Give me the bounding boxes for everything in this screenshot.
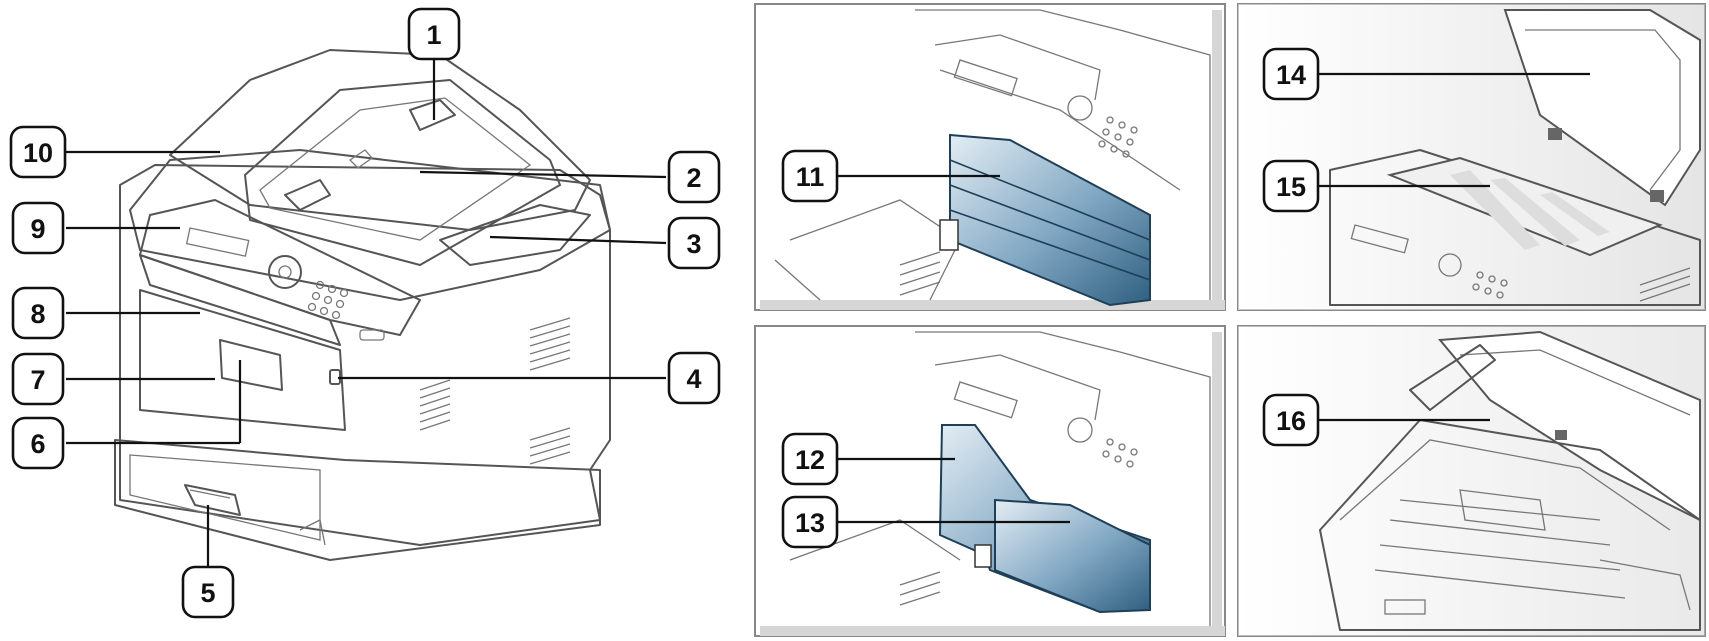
callout-1: 1 [407,7,461,61]
callout-number: 16 [1276,406,1306,436]
printer-body [119,164,611,546]
scanner-lid [1503,9,1701,207]
callout-6: 6 [11,416,65,470]
callout-3: 3 [667,216,721,270]
leader-lines-main [66,60,667,566]
callout-number: 6 [30,429,45,459]
callout-badge-box [1262,393,1320,447]
callout-number: 4 [686,364,701,394]
scanner-unit [129,149,611,301]
callout-7: 7 [11,352,65,406]
imaging-unit [994,498,1151,614]
callout-badge-box [1262,47,1320,101]
callout-number: 3 [686,229,701,259]
front-cover-handle [219,339,283,391]
callout-number: 7 [30,365,45,395]
callout-badge-box [407,7,461,61]
panel-inner-cover [1237,325,1706,637]
side-vents [419,317,571,465]
callout-number: 2 [686,163,701,193]
callout-badge-box [9,125,67,179]
callout-number: 1 [426,20,441,50]
callout-14: 14 [1262,47,1320,101]
document-feeder-tray [244,79,561,266]
callout-badge-box [11,286,65,340]
callout-10: 10 [9,125,67,179]
printer-front-view [114,49,611,561]
callout-number: 8 [30,299,45,329]
callout-5: 5 [181,565,235,619]
callout-4: 4 [667,351,721,405]
paper-tray [114,439,601,561]
callout-number: 15 [1276,172,1306,202]
callout-badge-box [781,495,839,549]
callout-badge-box [1262,159,1320,213]
paper-tray-handle [184,484,241,516]
adf-cover [169,49,591,231]
callout-badge-box [667,150,721,204]
callout-badge-box [667,216,721,270]
callout-badge-box [667,351,721,405]
callout-badge-box [11,416,65,470]
callout-number: 11 [796,162,825,192]
callout-12: 12 [781,432,839,486]
callout-9: 9 [11,201,65,255]
panel-waste-toner [754,325,1226,637]
callout-number: 5 [200,578,215,608]
callout-number: 14 [1276,60,1306,90]
document-output-tray [439,204,591,266]
callout-13: 13 [781,495,839,549]
callout-badge-box [11,201,65,255]
callout-badge-box [11,352,65,406]
callout-2: 2 [667,150,721,204]
callout-11: 11 [781,149,839,203]
callout-8: 8 [11,286,65,340]
callout-16: 16 [1262,393,1320,447]
callout-badge-box [181,565,235,619]
callout-15: 15 [1262,159,1320,213]
callout-number: 9 [30,214,45,244]
callout-badge-box [781,432,839,486]
callout-badge-box [781,149,839,203]
front-cover [139,289,346,431]
callout-number: 10 [23,138,53,168]
output-tray [139,254,341,346]
callout-number: 12 [795,445,825,475]
callout-number: 13 [795,508,825,538]
